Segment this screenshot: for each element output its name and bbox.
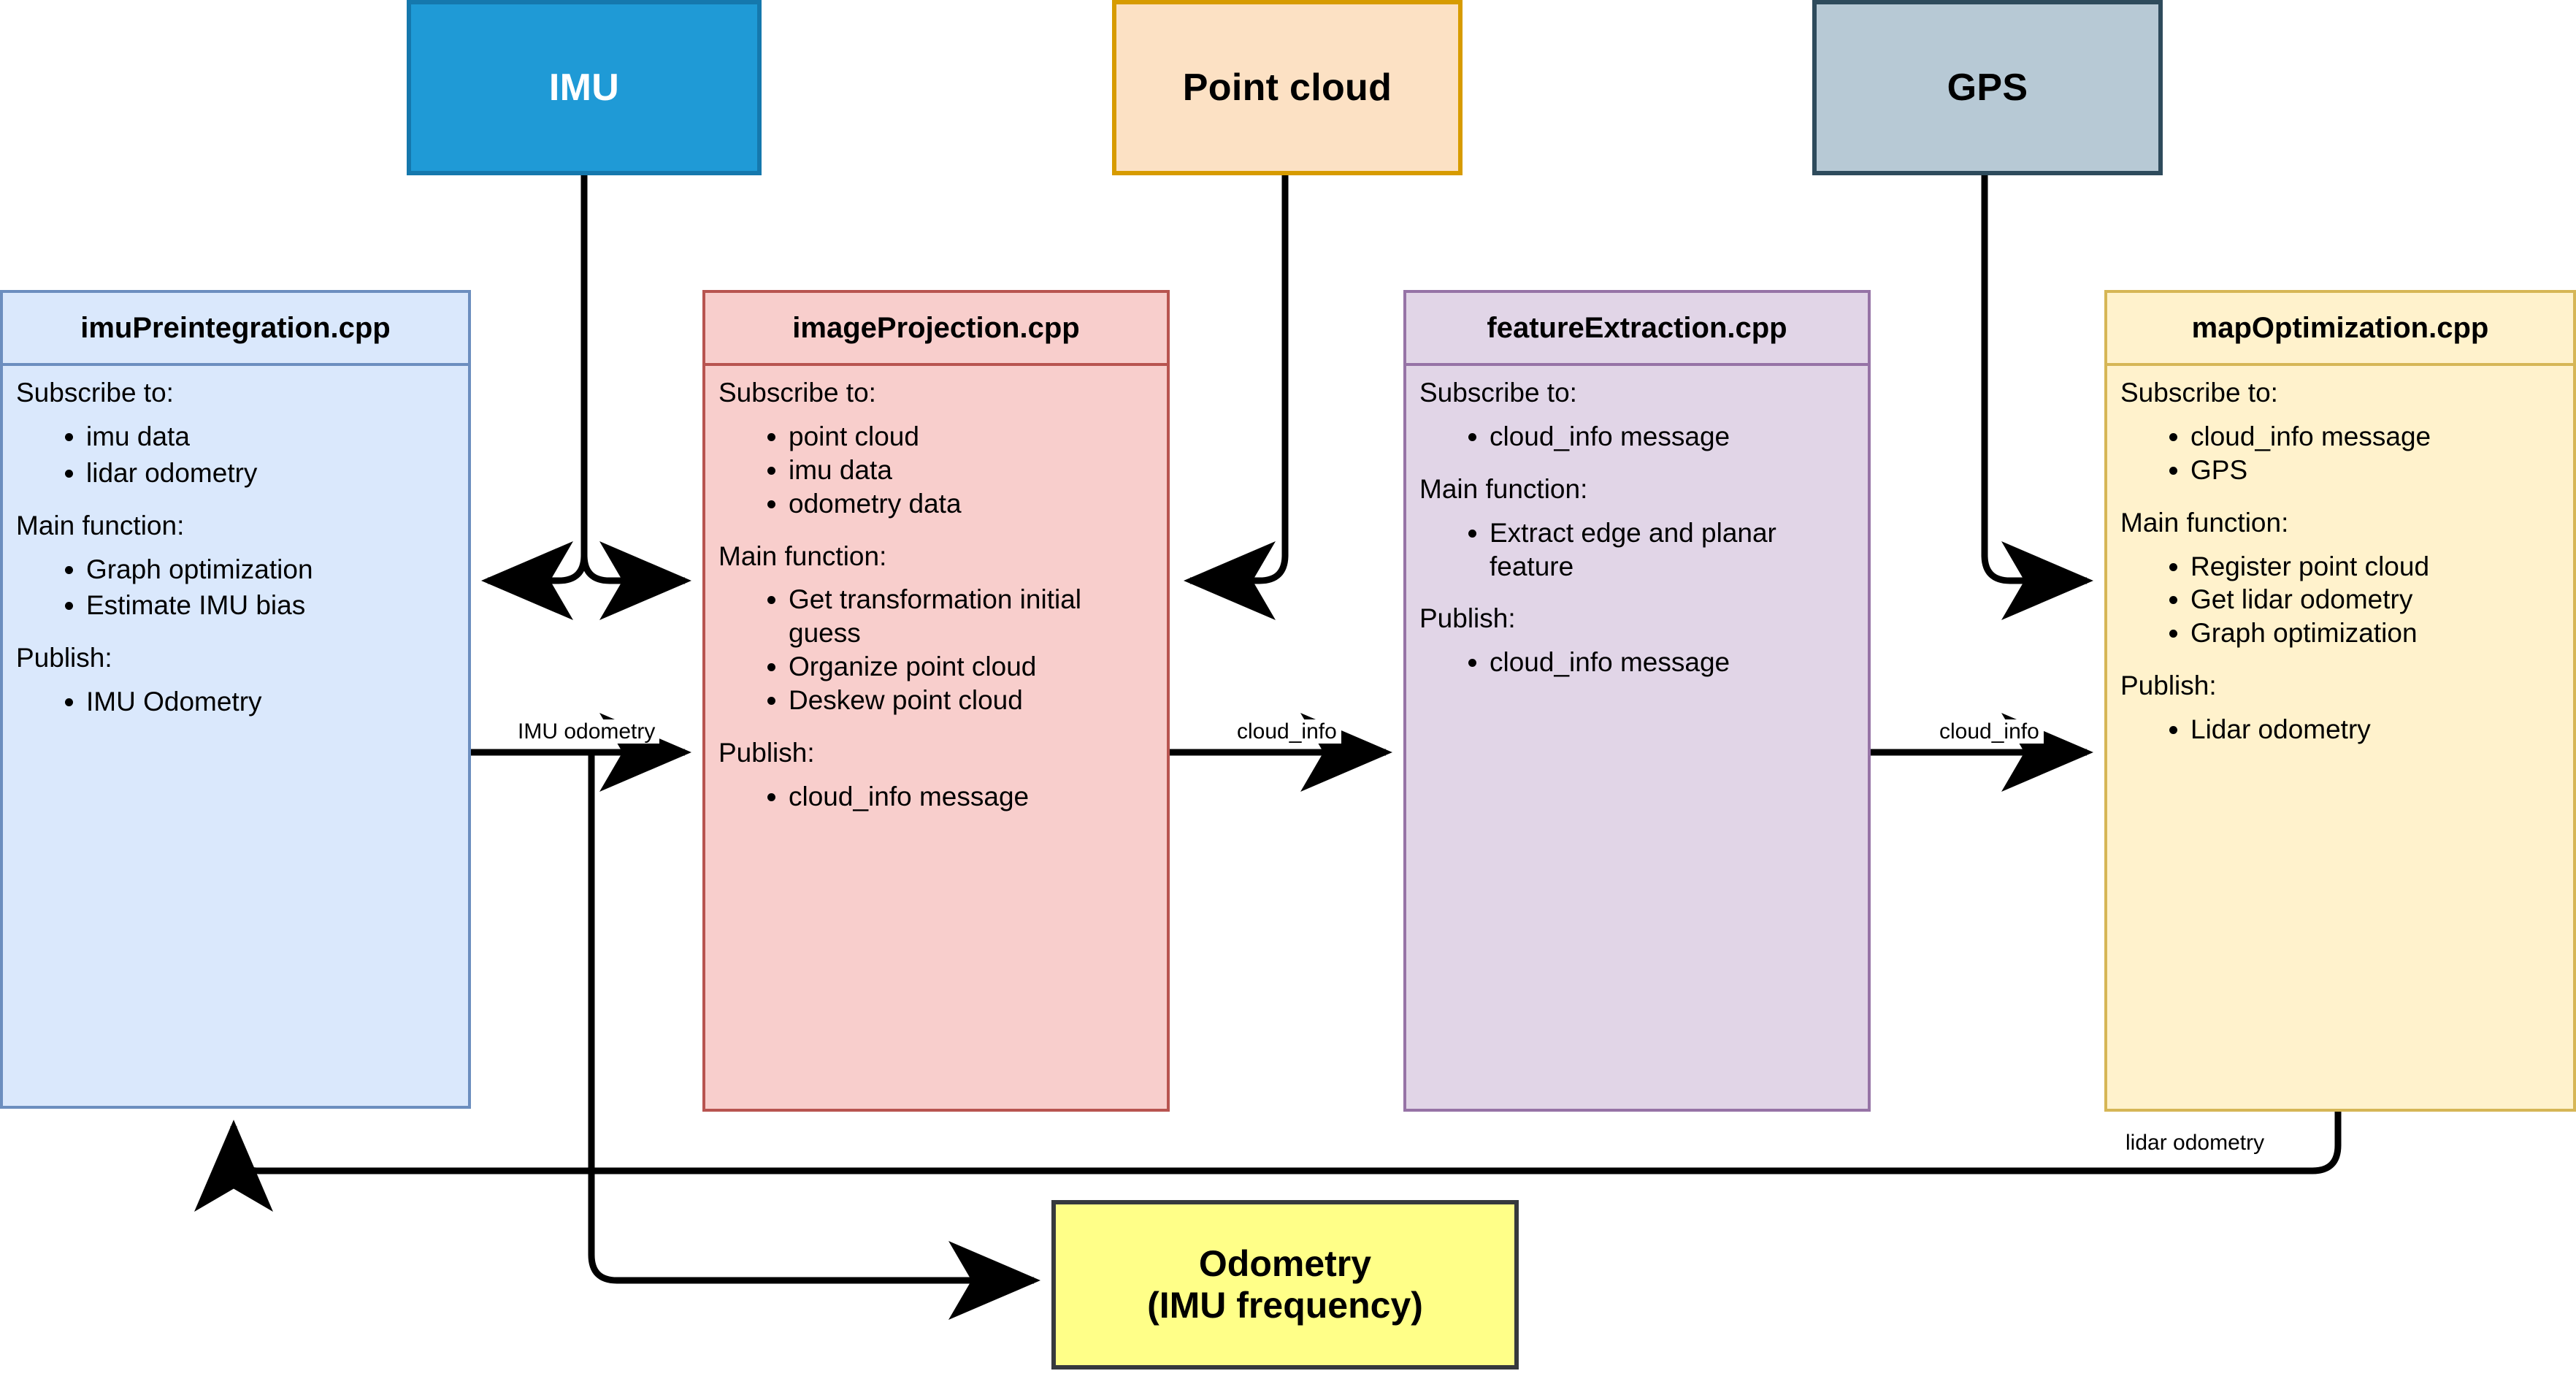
publish-list: cloud_info message xyxy=(1419,646,1855,679)
node-body-image-projection: Subscribe to: point cloud imu data odome… xyxy=(705,366,1167,840)
list-item: GPS xyxy=(2190,454,2560,487)
main-function-list: Get transformation initial guess Organiz… xyxy=(718,583,1154,717)
subscribe-label: Subscribe to: xyxy=(16,378,174,408)
node-map-optimization[interactable]: mapOptimization.cpp Subscribe to: cloud_… xyxy=(2104,290,2576,1112)
list-item: Get lidar odometry xyxy=(2190,583,2560,616)
list-item: cloud_info message xyxy=(789,780,1154,814)
source-label-imu: IMU xyxy=(548,66,620,109)
source-box-imu[interactable]: IMU xyxy=(407,0,762,175)
node-title-image-projection: imageProjection.cpp xyxy=(705,293,1167,366)
edge-label-imu-odometry: IMU odometry xyxy=(513,719,660,744)
list-item: cloud_info message xyxy=(2190,420,2560,454)
subscribe-list: cloud_info message GPS xyxy=(2120,420,2560,487)
edge-label-lidar-odometry: lidar odometry xyxy=(2121,1131,2269,1155)
list-item: Deskew point cloud xyxy=(789,684,1154,717)
node-title-map-optimization: mapOptimization.cpp xyxy=(2107,293,2573,366)
subscribe-label: Subscribe to: xyxy=(718,378,876,408)
odometry-label-line2: (IMU frequency) xyxy=(1147,1285,1423,1326)
list-item: Organize point cloud xyxy=(789,650,1154,684)
node-title-feature-extraction: featureExtraction.cpp xyxy=(1406,293,1868,366)
main-function-label: Main function: xyxy=(1419,473,1588,504)
edge-label-cloud-info-2: cloud_info xyxy=(1935,719,2044,744)
list-item: Graph optimization xyxy=(2190,616,2560,650)
subscribe-list: cloud_info message xyxy=(1419,420,1855,454)
edge-gps-to-mapoptimization xyxy=(1981,175,2093,620)
list-item: Estimate IMU bias xyxy=(86,589,455,622)
publish-label: Publish: xyxy=(718,737,815,768)
edge-pointcloud-to-imageprojection xyxy=(1184,175,1289,620)
publish-label: Publish: xyxy=(1419,603,1516,634)
node-title-imu-preintegration: imuPreintegration.cpp xyxy=(3,293,468,366)
main-function-list: Extract edge and planar feature xyxy=(1419,516,1855,584)
publish-label: Publish: xyxy=(16,643,112,673)
main-function-label: Main function: xyxy=(2120,507,2289,538)
list-item: odometry data xyxy=(789,487,1154,521)
list-item: Register point cloud xyxy=(2190,550,2560,584)
list-item: Get transformation initial guess xyxy=(789,583,1154,650)
odometry-label-line1: Odometry xyxy=(1198,1243,1372,1284)
publish-label: Publish: xyxy=(2120,671,2217,701)
publish-list: Lidar odometry xyxy=(2120,713,2560,746)
subscribe-list: imu data lidar odometry xyxy=(16,420,455,490)
edge-mapoptimization-to-imupreintegration xyxy=(194,1112,2342,1212)
main-function-list: Graph optimization Estimate IMU bias xyxy=(16,553,455,623)
source-box-gps[interactable]: GPS xyxy=(1812,0,2163,175)
node-body-imu-preintegration: Subscribe to: imu data lidar odometry Ma… xyxy=(3,366,468,745)
list-item: cloud_info message xyxy=(1490,646,1855,679)
node-body-map-optimization: Subscribe to: cloud_info message GPS Mai… xyxy=(2107,366,2573,773)
list-item: Graph optimization xyxy=(86,553,455,587)
list-item: point cloud xyxy=(789,420,1154,454)
node-body-feature-extraction: Subscribe to: cloud_info message Main fu… xyxy=(1406,366,1868,706)
main-function-list: Register point cloud Get lidar odometry … xyxy=(2120,550,2560,651)
node-feature-extraction[interactable]: featureExtraction.cpp Subscribe to: clou… xyxy=(1403,290,1871,1112)
main-function-label: Main function: xyxy=(16,510,185,540)
subscribe-list: point cloud imu data odometry data xyxy=(718,420,1154,521)
list-item: IMU Odometry xyxy=(86,685,455,719)
source-box-point-cloud[interactable]: Point cloud xyxy=(1112,0,1463,175)
output-box-odometry[interactable]: Odometry (IMU frequency) xyxy=(1051,1200,1519,1370)
source-label-gps: GPS xyxy=(1947,66,2028,109)
main-function-label: Main function: xyxy=(718,540,887,571)
list-item: Extract edge and planar feature xyxy=(1490,516,1855,584)
list-item: lidar odometry xyxy=(86,457,455,490)
subscribe-label: Subscribe to: xyxy=(2120,378,2278,408)
edge-imu-to-imageprojection xyxy=(580,541,691,620)
edge-label-cloud-info-1: cloud_info xyxy=(1233,719,1341,744)
source-label-point-cloud: Point cloud xyxy=(1182,66,1392,109)
list-item: imu data xyxy=(86,420,455,454)
subscribe-label: Subscribe to: xyxy=(1419,378,1577,408)
list-item: cloud_info message xyxy=(1490,420,1855,454)
publish-list: IMU Odometry xyxy=(16,685,455,719)
list-item: Lidar odometry xyxy=(2190,713,2560,746)
node-imu-preintegration[interactable]: imuPreintegration.cpp Subscribe to: imu … xyxy=(0,290,471,1109)
edge-imu-to-imupreintegration xyxy=(481,541,588,620)
node-image-projection[interactable]: imageProjection.cpp Subscribe to: point … xyxy=(702,290,1170,1112)
publish-list: cloud_info message xyxy=(718,780,1154,814)
list-item: imu data xyxy=(789,454,1154,487)
